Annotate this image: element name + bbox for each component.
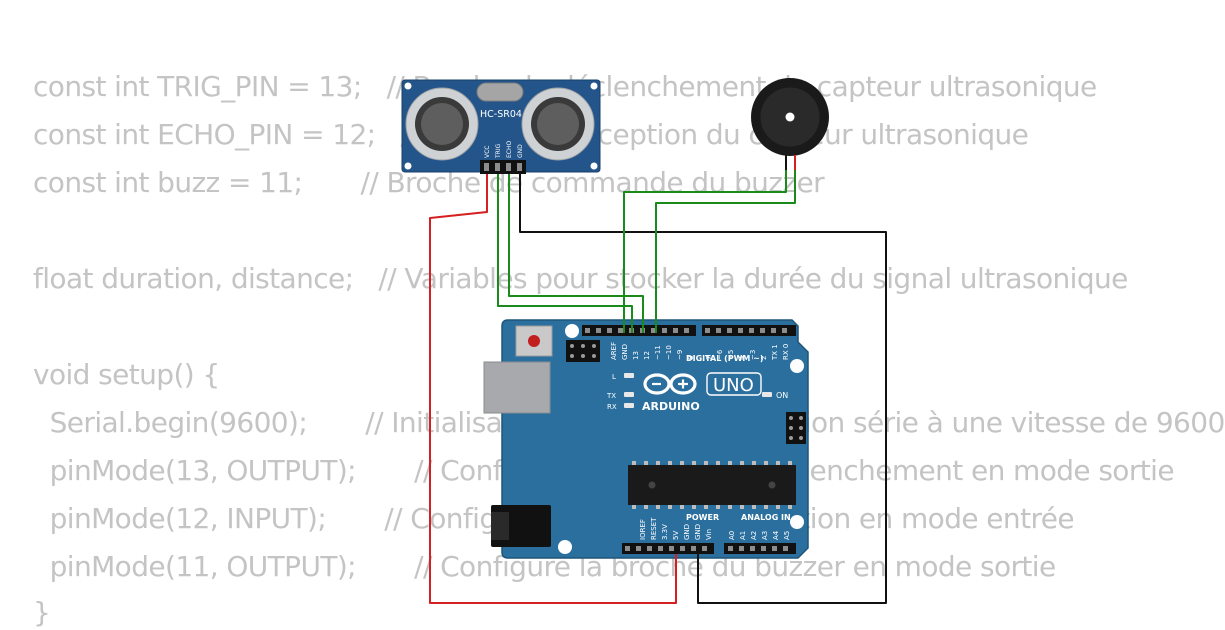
led-l xyxy=(624,373,634,378)
wire-trig-pin13[interactable] xyxy=(497,174,633,333)
pin-label: A1 xyxy=(739,531,747,540)
led-l-label: L xyxy=(612,373,616,381)
ultrasonic-sensor-hc-sr04[interactable]: HC-SR04 VCC TRIG ECHO GND xyxy=(401,79,601,174)
pin-label: GND xyxy=(621,344,629,360)
pin-label: ~10 xyxy=(665,345,673,360)
mounting-hole xyxy=(790,515,804,529)
wire-gnd-gnd[interactable] xyxy=(519,174,887,604)
pin-label: A3 xyxy=(761,531,769,540)
pin-label: RX 0 xyxy=(782,344,790,360)
crystal-oscillator xyxy=(476,82,524,102)
pin-label: 4 xyxy=(738,355,746,360)
sensor-pin-header xyxy=(480,160,526,174)
mounting-hole xyxy=(565,324,579,338)
code-line: void setup() { xyxy=(33,358,220,391)
wire-buzzer-gnd[interactable] xyxy=(623,170,787,333)
pin-label: GND xyxy=(694,524,702,540)
sensor-pin-label-vcc: VCC xyxy=(484,146,491,158)
pin-label: A5 xyxy=(783,531,791,540)
arduino-logo-icon xyxy=(643,373,697,395)
digital-header-left xyxy=(582,325,696,336)
pin-label: ~5 xyxy=(727,350,735,360)
uno-badge xyxy=(706,372,762,396)
code-line: float duration, distance; // Variables p… xyxy=(33,262,1128,295)
wire-buzzer-pin11[interactable] xyxy=(655,170,796,333)
pin-label: AREF xyxy=(610,342,618,360)
sensor-pin-label-trig: TRIG xyxy=(495,143,502,159)
power-header xyxy=(622,543,714,554)
analog-header xyxy=(724,543,796,554)
sensor-model-label: HC-SR04 xyxy=(480,109,522,120)
sensor-pin-label-echo: ECHO xyxy=(506,141,513,158)
pin-label: GND xyxy=(683,524,691,540)
pin-label: 12 xyxy=(643,351,651,360)
sensor-pin-label-gnd: GND xyxy=(517,144,524,158)
analog-header-label: ANALOG IN xyxy=(741,513,791,522)
pin-label: ~9 xyxy=(676,350,684,360)
mounting-hole xyxy=(558,540,572,554)
pin-label: ~11 xyxy=(654,345,662,360)
microcontroller-chip xyxy=(628,461,796,509)
circuit-diagram: AREF GND 13 12 ~11 ~10 ~9 8 7 ~6 ~5 4 ~3… xyxy=(401,78,887,604)
digital-header-label: DIGITAL (PWM ~) xyxy=(686,354,764,363)
icsp-header xyxy=(566,340,600,362)
pin-label: 13 xyxy=(632,351,640,360)
arduino-brand-label: ARDUINO xyxy=(642,400,700,413)
wire-vcc-5v[interactable] xyxy=(429,174,677,604)
led-tx xyxy=(624,392,634,397)
led-rx xyxy=(624,403,634,408)
pin-label: A0 xyxy=(728,531,736,540)
mounting-hole xyxy=(790,359,804,373)
pin-label: TX 1 xyxy=(771,344,779,361)
arduino-uno-board[interactable]: AREF GND 13 12 ~11 ~10 ~9 8 7 ~6 ~5 4 ~3… xyxy=(483,319,809,559)
pin-label: ~3 xyxy=(749,350,757,360)
piezo-buzzer[interactable] xyxy=(751,78,829,170)
ultrasonic-transducer-right-icon xyxy=(521,87,595,161)
ultrasonic-transducer-left-icon xyxy=(405,87,479,161)
led-on-label: ON xyxy=(776,391,788,400)
pin-label: A2 xyxy=(750,531,758,540)
usb-port xyxy=(483,361,551,414)
led-on xyxy=(762,392,772,397)
led-tx-label: TX xyxy=(606,392,616,400)
pin-label: 2 xyxy=(760,356,768,360)
pin-label: Vin xyxy=(705,529,713,540)
pin-label: RESET xyxy=(650,517,658,540)
buzzer-hole-icon xyxy=(785,112,795,122)
wire-echo-pin12[interactable] xyxy=(508,174,644,333)
pin-label: 8 xyxy=(687,356,695,360)
pin-label: IOREF xyxy=(639,519,647,540)
pin-label: ~6 xyxy=(716,349,724,360)
pin-label: A4 xyxy=(772,530,780,540)
icsp-header-right xyxy=(786,412,806,444)
uno-model-label: UNO xyxy=(713,375,754,396)
pin-label: 7 xyxy=(705,356,713,360)
pin-label: 5V xyxy=(672,531,680,540)
power-header-label: POWER xyxy=(686,513,719,522)
pin-label: 3.3V xyxy=(661,524,669,540)
reset-button[interactable] xyxy=(515,325,553,357)
led-rx-label: RX xyxy=(607,403,617,411)
code-line: } xyxy=(33,596,51,629)
